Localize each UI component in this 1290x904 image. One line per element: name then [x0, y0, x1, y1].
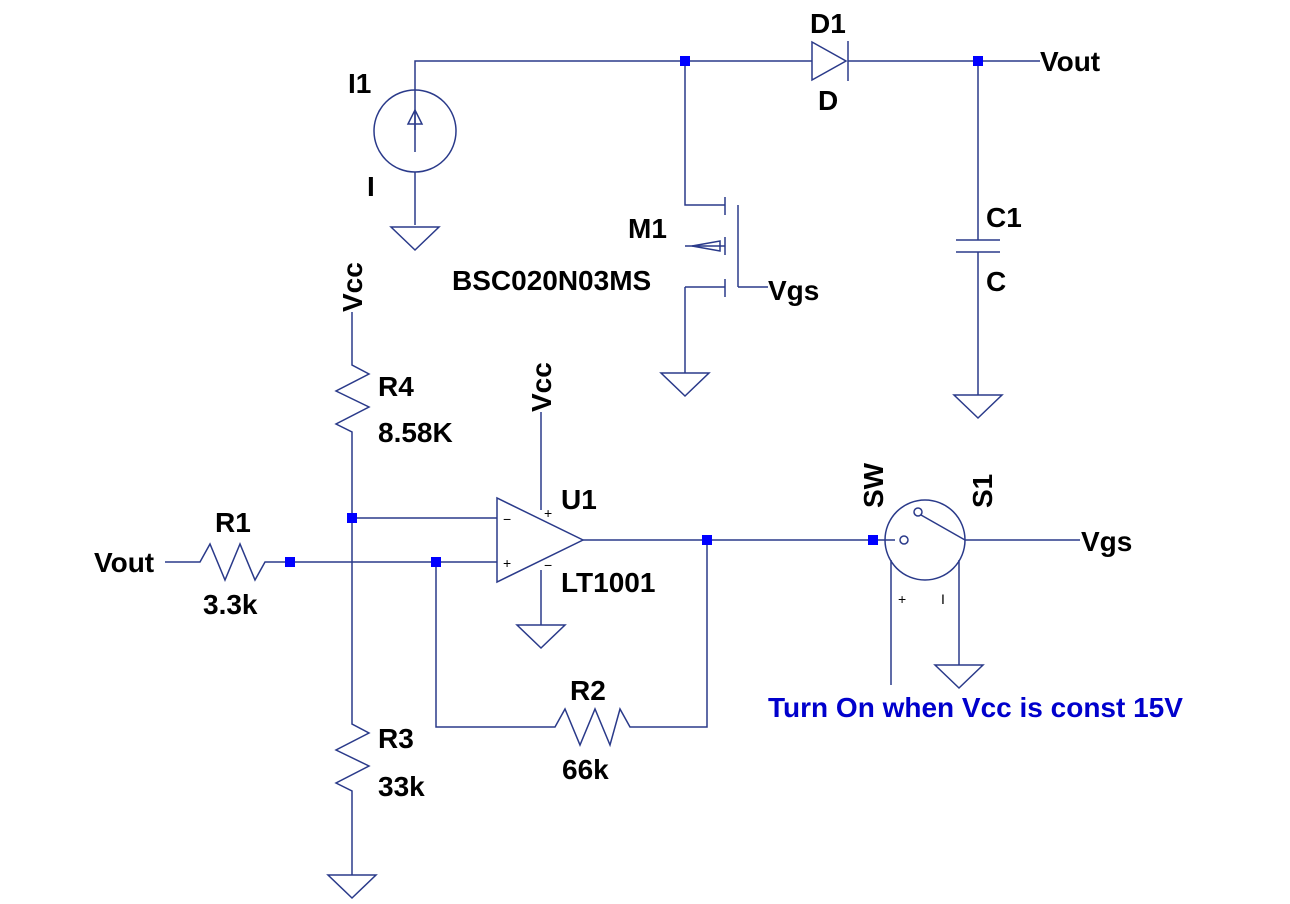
- d1-ref-label: D1: [810, 8, 846, 39]
- capacitor-c1[interactable]: [956, 239, 1000, 253]
- r4-value-label: 8.58K: [378, 417, 453, 448]
- s1-value-label: SW: [858, 462, 889, 508]
- r3-ref-label: R3: [378, 723, 414, 754]
- opamp-noninverting-input-sign: +: [503, 555, 511, 571]
- opamp-inverting-input-sign: −: [503, 511, 511, 527]
- r2-ref-label: R2: [570, 675, 606, 706]
- diode-d1[interactable]: [811, 40, 849, 82]
- d1-value-label: D: [818, 85, 838, 116]
- ground-symbol-i1: [389, 226, 441, 252]
- u1-value-label: LT1001: [561, 567, 655, 598]
- net-label-vgs-switch: Vgs: [1081, 526, 1132, 557]
- net-label-vout-left: Vout: [94, 547, 154, 578]
- m1-ref-label: M1: [628, 213, 667, 244]
- ground-symbol-u1: [515, 624, 567, 650]
- wires-bottom: [165, 312, 1080, 875]
- resistor-r4[interactable]: [334, 348, 371, 445]
- r1-value-label: 3.3k: [203, 589, 258, 620]
- wires-top: [414, 60, 1040, 395]
- resistor-r1[interactable]: [190, 542, 270, 582]
- resistor-r2[interactable]: [545, 707, 635, 748]
- switch-s1[interactable]: [884, 499, 966, 581]
- opamp-supply-minus-sign: −: [544, 557, 552, 573]
- opamp-u1[interactable]: [496, 496, 585, 584]
- r4-ref-label: R4: [378, 371, 414, 402]
- s1-ref-label: S1: [967, 474, 998, 508]
- r2-value-label: 66k: [562, 754, 609, 785]
- current-source-i1[interactable]: [373, 89, 457, 173]
- mosfet-m1[interactable]: [691, 197, 739, 297]
- c1-value-label: C: [986, 266, 1006, 297]
- c1-ref-label: C1: [986, 202, 1022, 233]
- net-label-vcc-opamp: Vcc: [526, 362, 557, 412]
- net-label-vout-top: Vout: [1040, 46, 1100, 77]
- r3-value-label: 33k: [378, 771, 425, 802]
- ground-symbol-r3: [326, 874, 378, 900]
- i1-ref-label: I1: [348, 68, 371, 99]
- i1-value-label: I: [367, 171, 375, 202]
- net-label-vcc-r4: Vcc: [337, 262, 368, 312]
- resistor-r3[interactable]: [334, 708, 371, 808]
- junction-nodes: [285, 56, 983, 567]
- r1-ref-label: R1: [215, 507, 251, 538]
- ground-symbol-c1: [952, 394, 1004, 420]
- ground-symbol-s1: [933, 664, 985, 690]
- opamp-supply-plus-sign: +: [544, 505, 552, 521]
- u1-ref-label: U1: [561, 484, 597, 515]
- ground-symbol-m1: [659, 372, 711, 398]
- m1-value-label: BSC020N03MS: [452, 265, 651, 296]
- net-label-vgs-mosfet: Vgs: [768, 275, 819, 306]
- switch-note: Turn On when Vcc is const 15V: [768, 692, 1183, 723]
- switch-plus-sign: +: [898, 591, 906, 607]
- switch-minus-sign: I: [941, 591, 945, 607]
